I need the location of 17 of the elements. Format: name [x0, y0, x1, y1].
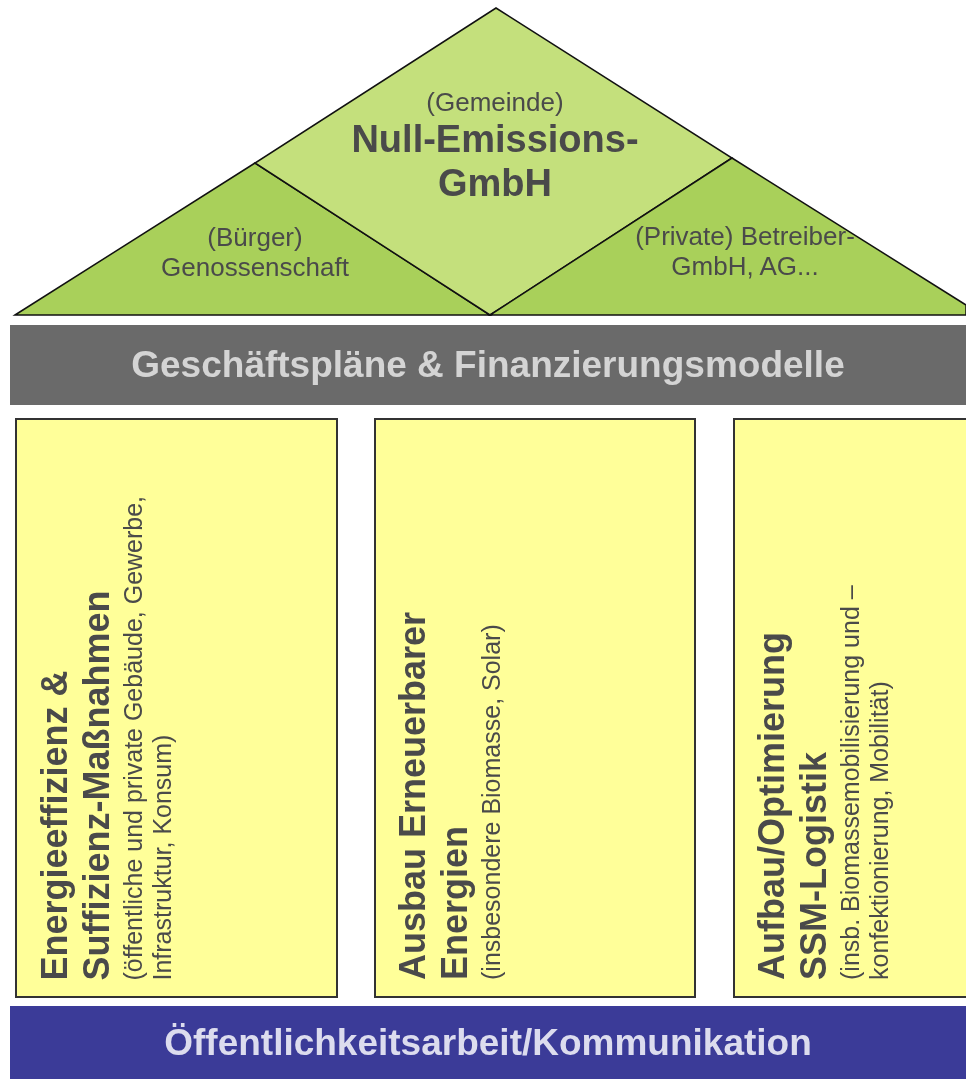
pillar-title: Aufbau/Optimierung SSM-Logistik [751, 631, 836, 980]
banner-bar [10, 1006, 966, 1079]
pillar-panel [733, 418, 966, 998]
pillar-description: (öffentliche und private Gebäude, Gewerbe, Infrastruktur, Konsum) [117, 494, 177, 980]
pillar-panel [15, 418, 338, 998]
pillar-description: (insbesondere Biomasse, Solar) [476, 623, 506, 980]
banner-bar [10, 325, 966, 405]
banner-title: Öffentlichkeitsarbeit/Kommunikation [164, 1021, 812, 1064]
roof-label: (Gemeinde) [425, 88, 565, 118]
pillar-title: Ausbau Erneuerbarer Energien [392, 610, 477, 980]
roof-title: Null-Emissions-GmbH [350, 117, 640, 206]
banner-title: Geschäftspläne & Finanzierungsmodelle [131, 344, 845, 386]
pillar-title: Energieeffizienz & Suffizienz-Maßnahmen [33, 589, 118, 980]
roof-label: (Private) Betreiber-GmbH, AG... [634, 222, 856, 282]
pillar-panel [374, 418, 696, 998]
pillar-description: (insb. Biomassemobilisierung und –konfektionierung, Mobilität) [835, 584, 895, 980]
roof-label: (Bürger) Genossenschaft [160, 223, 350, 283]
